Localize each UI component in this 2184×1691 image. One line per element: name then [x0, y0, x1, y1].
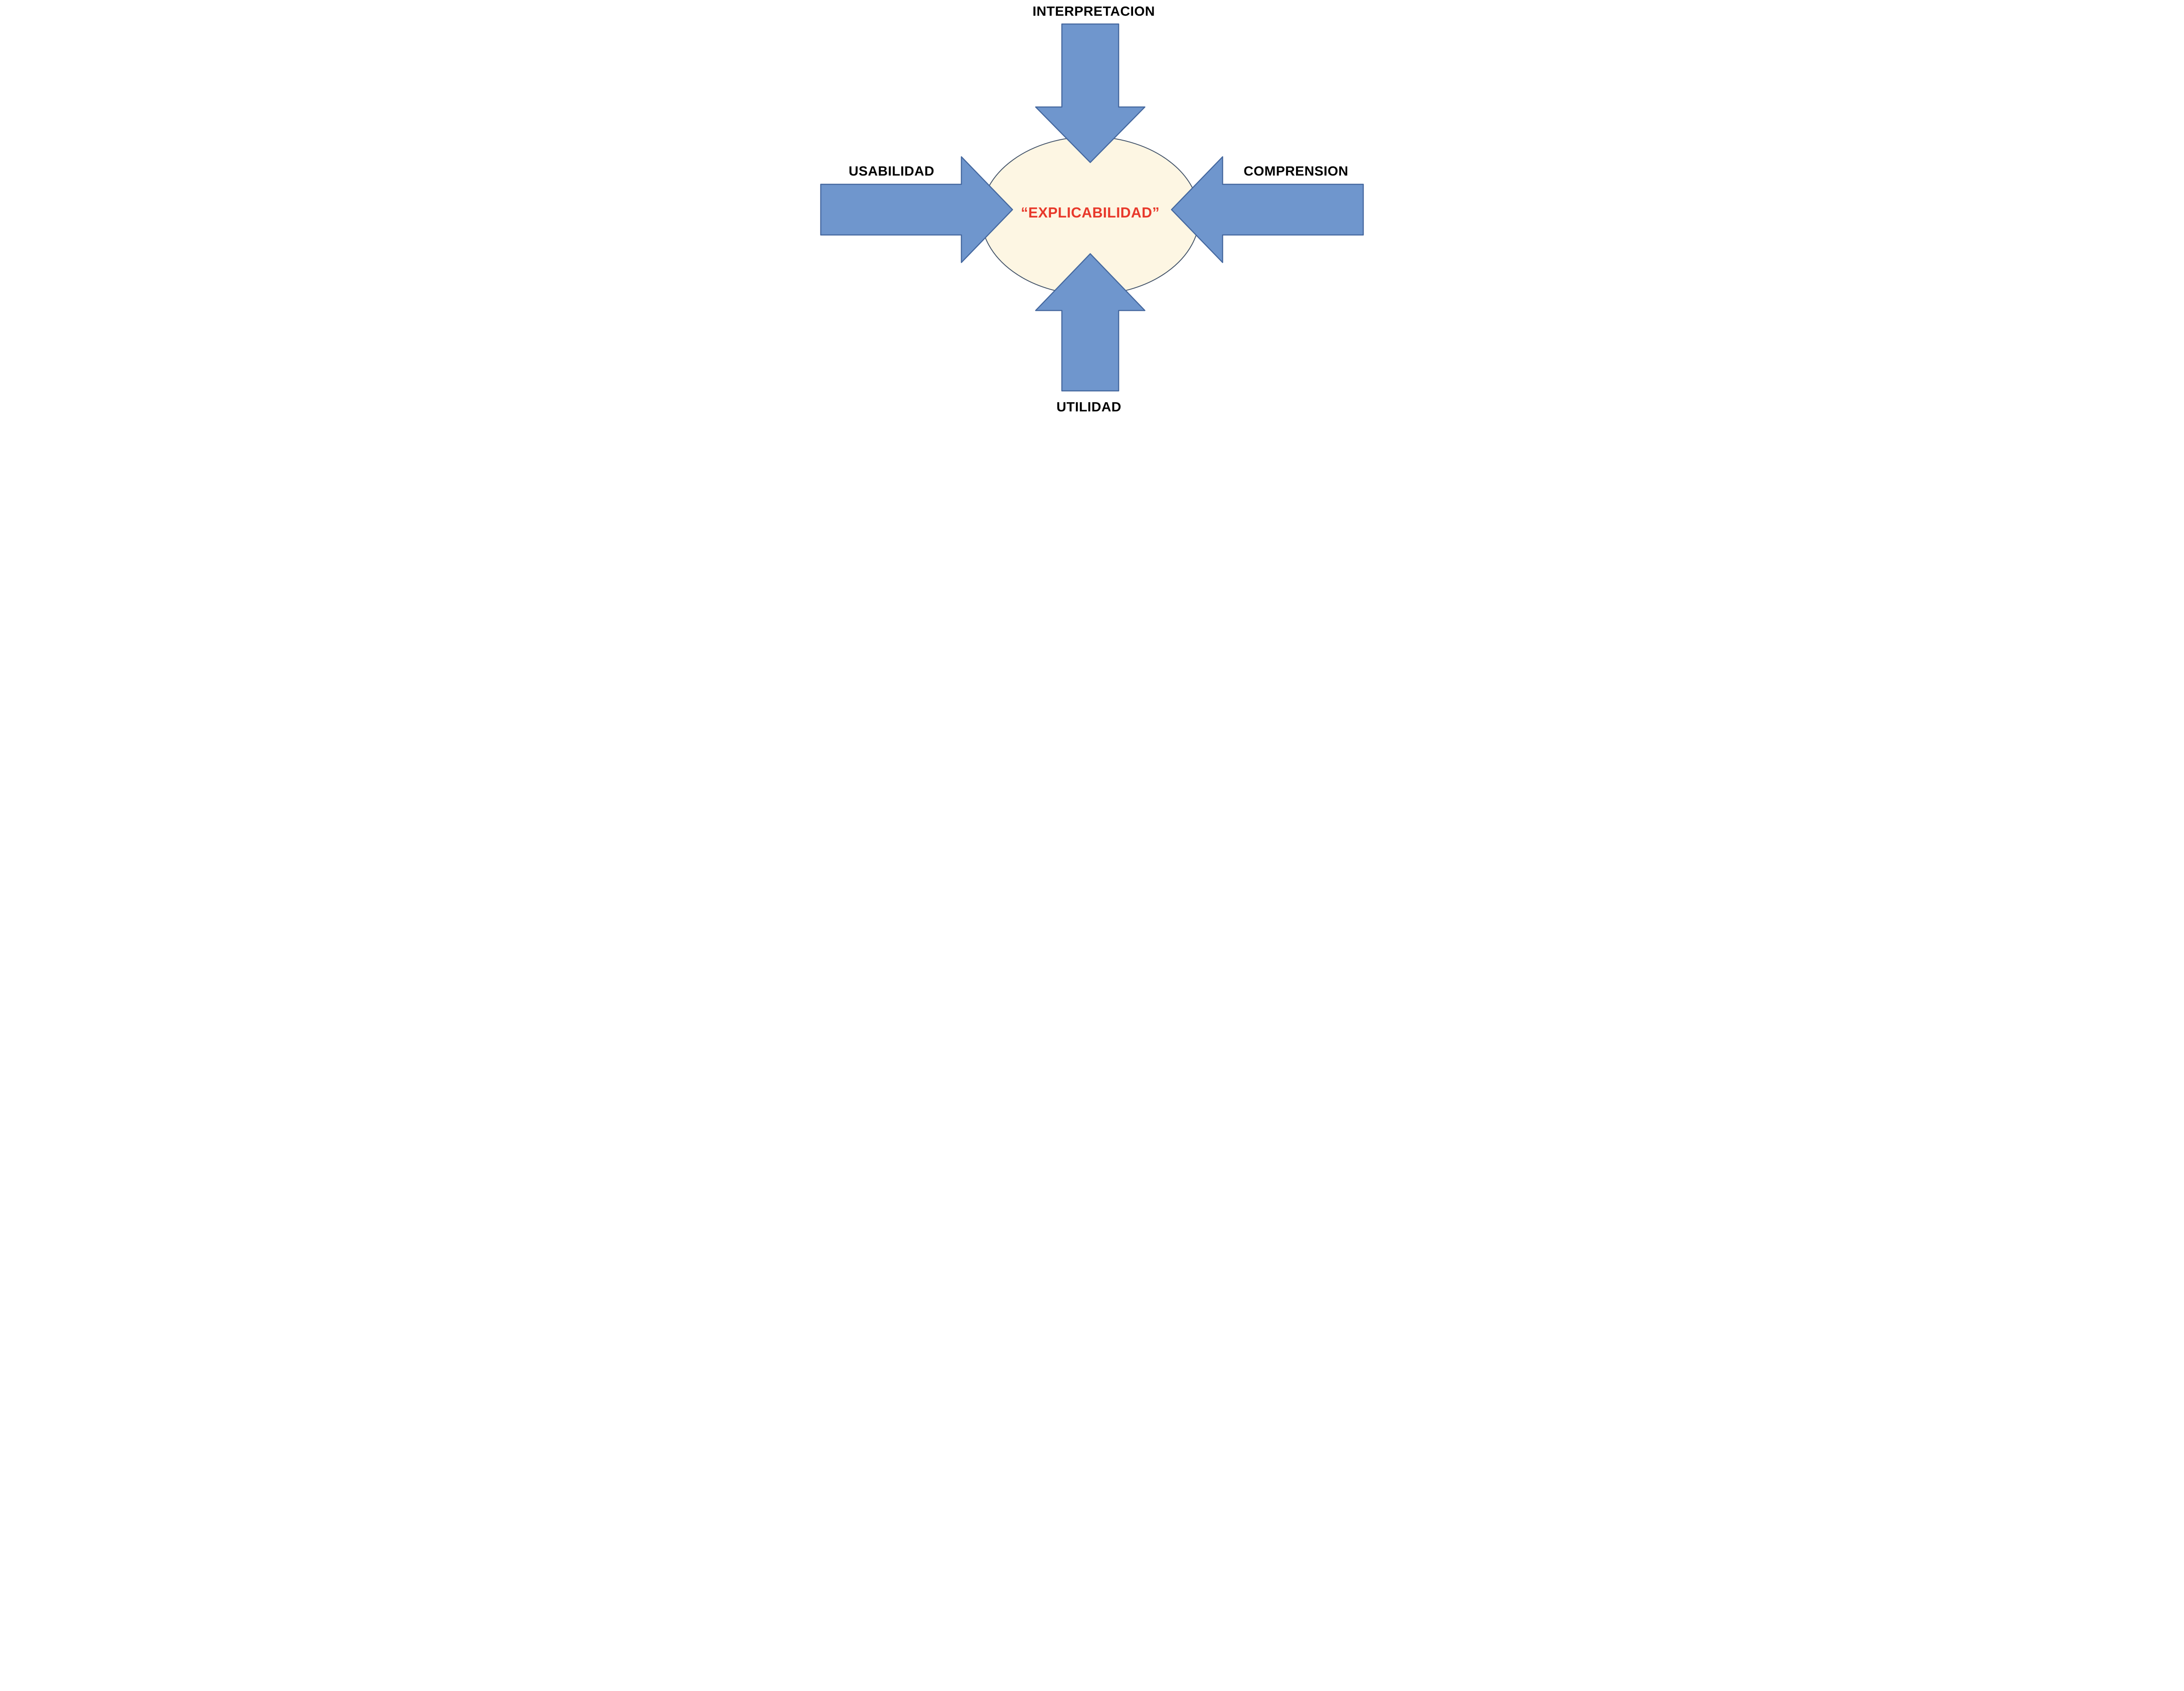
arrow-down-interpretacion [1035, 23, 1146, 163]
arrow-right-usabilidad [820, 156, 1013, 263]
label-utilidad: UTILIDAD [1056, 399, 1122, 414]
label-explicabilidad: “EXPLICABILIDAD” [1021, 204, 1160, 221]
arrow-up-utilidad [1035, 253, 1146, 392]
diagram-shapes [820, 23, 1364, 392]
explicability-diagram: INTERPRETACION USABILIDAD COMPRENSION UT… [817, 0, 1367, 423]
label-comprension: COMPRENSION [1244, 163, 1348, 179]
arrow-left-comprension [1171, 156, 1364, 263]
label-usabilidad: USABILIDAD [848, 163, 935, 179]
label-interpretacion: INTERPRETACION [1032, 3, 1155, 19]
